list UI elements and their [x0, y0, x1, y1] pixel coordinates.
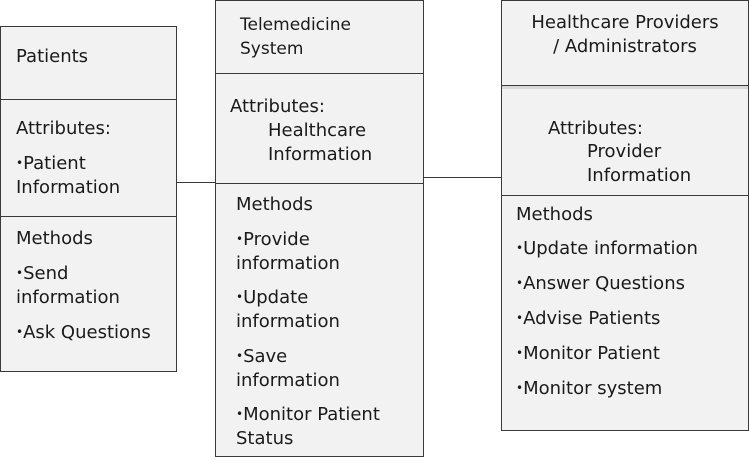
system-method-item: Monitor Patient Status — [236, 403, 380, 450]
system-attributes-label: Attributes: — [230, 96, 325, 117]
system-attributes-section: Attributes: Healthcare Information — [216, 73, 423, 183]
providers-class-box: Healthcare Providers / Administrators At… — [501, 0, 749, 431]
system-providers-connector — [410, 177, 502, 178]
providers-method-item: Monitor Patient — [516, 342, 660, 366]
system-method-item: Provide information — [236, 228, 340, 275]
system-method-item: Update information — [236, 286, 340, 333]
patients-attributes-label: Attributes: — [16, 118, 111, 139]
patients-class-name: Patients — [16, 46, 89, 67]
patients-attributes-section: Attributes: Patient Information — [1, 99, 176, 216]
providers-methods-section: Methods Update information Answer Questi… — [502, 195, 748, 432]
providers-attributes-section: Attributes: Provider Information — [502, 85, 748, 195]
providers-method-item: Update information — [516, 237, 698, 261]
patients-method-item: Ask Questions — [16, 321, 151, 345]
patients-name-section: Patients — [1, 27, 176, 99]
system-class-box: Telemedicine System Attributes: Healthca… — [215, 0, 424, 457]
providers-attribute-value: Provider Information — [587, 141, 692, 186]
system-methods-label: Methods — [236, 194, 313, 215]
providers-method-item: Advise Patients — [516, 307, 660, 331]
system-attribute-value: Healthcare Information — [268, 120, 373, 165]
system-name-section: Telemedicine System — [216, 1, 423, 73]
patients-method-item: Send information — [16, 262, 120, 309]
system-method-item: Save information — [236, 345, 340, 392]
providers-class-name: Healthcare Providers / Administrators — [531, 12, 719, 57]
providers-method-item: Answer Questions — [516, 272, 685, 296]
system-class-name: Telemedicine System — [240, 15, 351, 59]
patients-attribute-item: Patient Information — [16, 152, 120, 199]
patients-methods-label: Methods — [16, 228, 93, 249]
providers-methods-label: Methods — [516, 204, 593, 225]
system-methods-section: Methods Provide information Update infor… — [216, 183, 423, 458]
patients-methods-section: Methods Send information Ask Questions — [1, 216, 176, 373]
providers-method-item: Monitor system — [516, 377, 662, 401]
patients-class-box: Patients Attributes: Patient Information… — [0, 26, 177, 372]
providers-attributes-label: Attributes: — [548, 118, 643, 139]
attributes-shade-band — [502, 86, 748, 89]
providers-name-section: Healthcare Providers / Administrators — [502, 1, 748, 85]
